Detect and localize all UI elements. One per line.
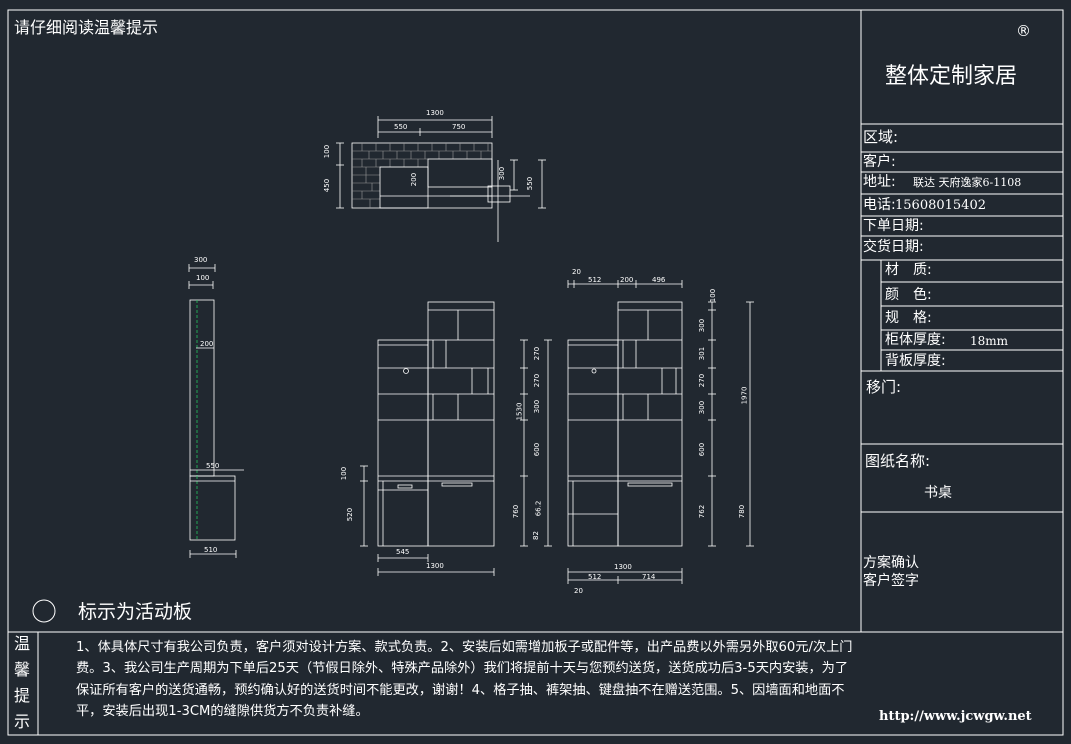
- dim-label: 550: [394, 123, 408, 131]
- sliding-door-label: 移门:: [866, 378, 902, 396]
- dim-label: 520: [346, 507, 355, 522]
- notice-line: 1、体具体尺寸有我公司负责，客户须对设计方案、款式负责。2、安装后如需增加板子或…: [76, 640, 853, 655]
- confirm-label: 方案确认: [863, 555, 919, 571]
- outer-frame: [7, 9, 1064, 736]
- carcass-thickness-label: 柜体厚度:: [885, 332, 946, 348]
- dim-label: 20: [572, 268, 581, 276]
- dim-label: 300: [498, 166, 507, 181]
- customer-label: 客户:: [863, 154, 896, 170]
- dim-label: 301: [698, 346, 707, 361]
- dim-label: 300: [698, 318, 707, 333]
- dim-label: 300: [533, 399, 542, 414]
- dim-label: 496: [652, 276, 666, 284]
- active-panel-legend-circle: [32, 599, 56, 623]
- dim-label: 100: [709, 288, 718, 303]
- dim-label: 100: [340, 466, 349, 481]
- dim-label: 450: [323, 178, 332, 193]
- dim-label: 300: [698, 400, 707, 415]
- dim-label: 600: [533, 442, 542, 457]
- phone-label: 电话:: [863, 197, 896, 213]
- dim-label: 760: [512, 504, 521, 519]
- dim-label: 300: [194, 256, 208, 264]
- notice-side-char: 示: [14, 712, 31, 731]
- dim-label: 1300: [426, 562, 444, 570]
- drawing-name-label: 图纸名称:: [865, 452, 931, 470]
- dim-label: 510: [204, 546, 218, 554]
- dim-label: 270: [533, 346, 542, 361]
- spec-label: 规 格:: [885, 310, 932, 326]
- carcass-thickness-value: 18mm: [970, 334, 1009, 348]
- notice-side-char: 温: [14, 634, 31, 653]
- dim-label: 550: [526, 176, 535, 191]
- dim-label: 714: [642, 573, 656, 581]
- company-name: 整体定制家居: [885, 64, 1018, 89]
- notice-line: 费。3、我公司生产周期为下单后25天（节假日除外、特殊产品除外）我们将提前十天与…: [76, 661, 849, 676]
- dim-label: 512: [588, 573, 602, 581]
- dim-label: 512: [588, 276, 602, 284]
- color-label: 颜 色:: [885, 287, 932, 303]
- dim-label: 1300: [614, 563, 632, 571]
- dim-label: 200: [620, 276, 634, 284]
- section-view: [567, 280, 754, 584]
- dim-label: 270: [533, 373, 542, 388]
- dim-label: 750: [452, 123, 466, 131]
- material-label: 材 质:: [885, 262, 932, 278]
- dim-label: 20: [574, 587, 583, 595]
- dim-label: 600: [698, 442, 707, 457]
- watermark-url: http://www.jcwgw.net: [879, 709, 1032, 724]
- dim-label: 200: [200, 340, 214, 348]
- signature-label: 客户签字: [863, 573, 919, 589]
- dim-label: 82: [531, 531, 540, 540]
- delivery-date-label: 交货日期:: [863, 239, 924, 255]
- dim-label: 545: [396, 548, 410, 556]
- dim-label: 1300: [426, 109, 444, 117]
- header-note: 请仔细阅读温馨提示: [14, 18, 159, 37]
- dim-label: 66.2: [534, 500, 543, 517]
- dim-label: 1530: [515, 402, 524, 421]
- dim-label: 100: [323, 144, 332, 159]
- front-view: [360, 301, 552, 576]
- notice-line: 平，安装后出现1-3CM的缝隙供货方不负责补缝。: [76, 704, 369, 719]
- dim-label: 100: [196, 274, 210, 282]
- notice-line: 保证所有客户的送货通畅，预约确认好的送货时间不能更改，谢谢！4、格子抽、裤架抽、…: [76, 683, 845, 698]
- notice-side-char: 提: [14, 686, 31, 705]
- phone-value: 15608015402: [895, 198, 986, 213]
- active-panel-legend-text: 标示为活动板: [78, 601, 193, 623]
- address-label: 地址:: [863, 174, 896, 190]
- notice-side-char: 馨: [14, 660, 31, 679]
- address-value: 联达 天府逸家6-1108: [913, 176, 1022, 189]
- side-view: [188, 264, 244, 558]
- dim-label: 762: [698, 504, 707, 519]
- order-date-label: 下单日期:: [863, 218, 924, 234]
- dim-label: 780: [738, 504, 747, 519]
- region-label: 区域:: [863, 128, 899, 146]
- registered-mark: ®: [1016, 22, 1031, 40]
- dim-label: 1970: [740, 386, 749, 405]
- dim-label: 270: [698, 373, 707, 388]
- plan-view: [336, 116, 546, 242]
- back-thickness-label: 背板厚度:: [885, 353, 946, 369]
- dim-label: 200: [410, 172, 419, 187]
- drawing-name-value: 书桌: [924, 485, 952, 501]
- dim-label: 550: [206, 462, 220, 470]
